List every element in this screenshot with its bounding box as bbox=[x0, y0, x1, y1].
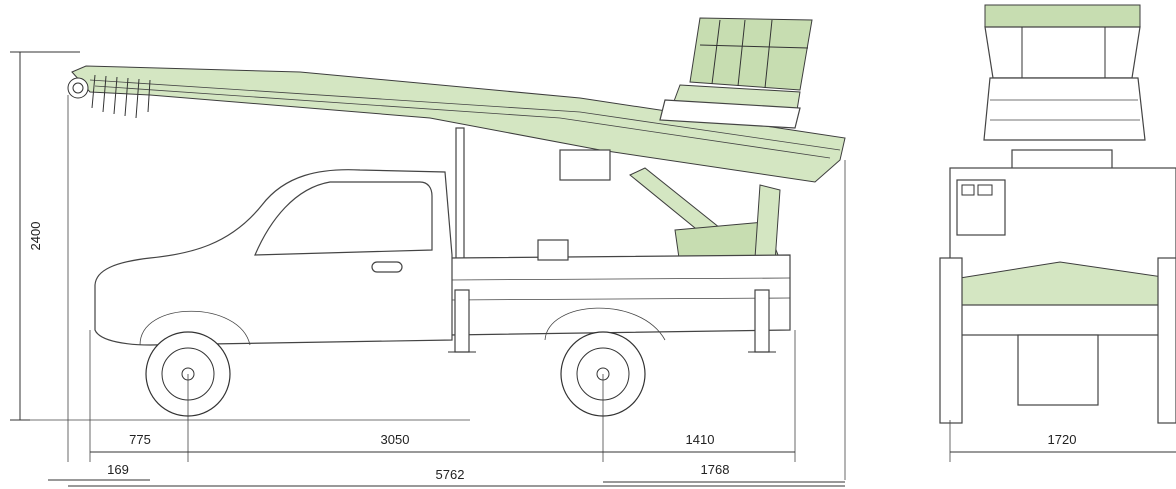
side-view: 2400 775 3050 1410 169 1768 5762 bbox=[10, 17, 846, 487]
outrigger-front bbox=[454, 289, 470, 353]
door-handle bbox=[371, 261, 403, 273]
dim-height: 2400 bbox=[28, 222, 43, 251]
boom-tip-rungs bbox=[91, 74, 151, 119]
front-right-wheel bbox=[1157, 257, 1176, 424]
ladder-boom bbox=[71, 65, 846, 183]
dim-offset: 169 bbox=[107, 462, 129, 477]
dim-wheelbase: 3050 bbox=[381, 432, 410, 447]
outrigger-rear bbox=[754, 289, 770, 353]
dim-width: 1720 bbox=[1048, 432, 1077, 447]
cab-window bbox=[254, 181, 433, 256]
dim-rear-section: 1410 bbox=[686, 432, 715, 447]
dim-front-overhang: 775 bbox=[129, 432, 151, 447]
platform-basket bbox=[659, 17, 813, 129]
rear-deck bbox=[449, 254, 791, 336]
dim-total-length: 5762 bbox=[436, 467, 465, 482]
front-left-wheel bbox=[939, 257, 963, 424]
front-view: 1720 bbox=[939, 4, 1176, 462]
dim-rear-overhang: 1768 bbox=[701, 462, 730, 477]
lift-cylinder bbox=[559, 149, 781, 266]
